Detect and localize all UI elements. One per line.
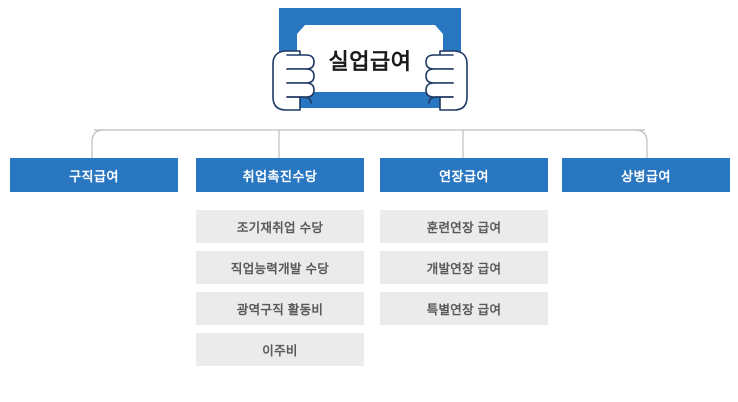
level1-box-yeonjang[interactable]: 연장급여	[380, 158, 548, 192]
level1-label: 연장급여	[439, 168, 489, 184]
connector-right-curve	[633, 129, 648, 158]
level2-item[interactable]: 훈련연장 급여	[380, 210, 548, 243]
connector-left-curve	[91, 129, 106, 158]
level2-column-yeonjang: 훈련연장 급여 개발연장 급여 특별연장 급여	[380, 210, 548, 333]
level2-item[interactable]: 조기재취업 수당	[196, 210, 364, 243]
level1-box-gujik[interactable]: 구직급여	[10, 158, 178, 192]
level1-row: 구직급여 취업촉진수당 연장급여 상병급여	[0, 158, 738, 192]
level1-box-sangbyeong[interactable]: 상병급여	[562, 158, 730, 192]
level1-box-chwieop[interactable]: 취업촉진수당	[196, 158, 364, 192]
sign-frame	[279, 8, 461, 108]
level1-label: 상병급여	[621, 168, 671, 184]
left-hand-icon	[272, 50, 315, 111]
hands-holding-sign-icon	[272, 8, 468, 111]
level1-label: 취업촉진수당	[242, 168, 318, 184]
level2-item[interactable]: 직업능력개발 수당	[196, 251, 364, 284]
level2-item[interactable]: 이주비	[196, 333, 364, 366]
level2-column-chwieop: 조기재취업 수당 직업능력개발 수당 광역구직 활동비 이주비	[196, 210, 364, 374]
root-node[interactable]: 실업급여	[265, 4, 475, 116]
level2-item[interactable]: 광역구직 활동비	[196, 292, 364, 325]
level2-item[interactable]: 특별연장 급여	[380, 292, 548, 325]
right-hand-icon	[425, 50, 468, 111]
level1-label: 구직급여	[69, 168, 119, 184]
connector-lines	[91, 129, 648, 158]
level2-item[interactable]: 개발연장 급여	[380, 251, 548, 284]
